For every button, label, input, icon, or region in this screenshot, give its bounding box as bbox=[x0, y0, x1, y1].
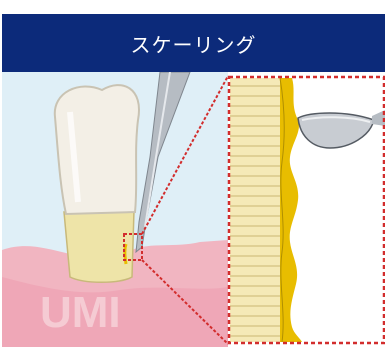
scaling-illustration: UMI bbox=[0, 72, 385, 347]
watermark-text: UMI bbox=[40, 288, 121, 337]
dentin-layer bbox=[230, 78, 280, 342]
tooth-crown bbox=[55, 85, 139, 214]
zoom-panel bbox=[228, 76, 385, 344]
diagram-title: スケーリング bbox=[2, 14, 385, 72]
